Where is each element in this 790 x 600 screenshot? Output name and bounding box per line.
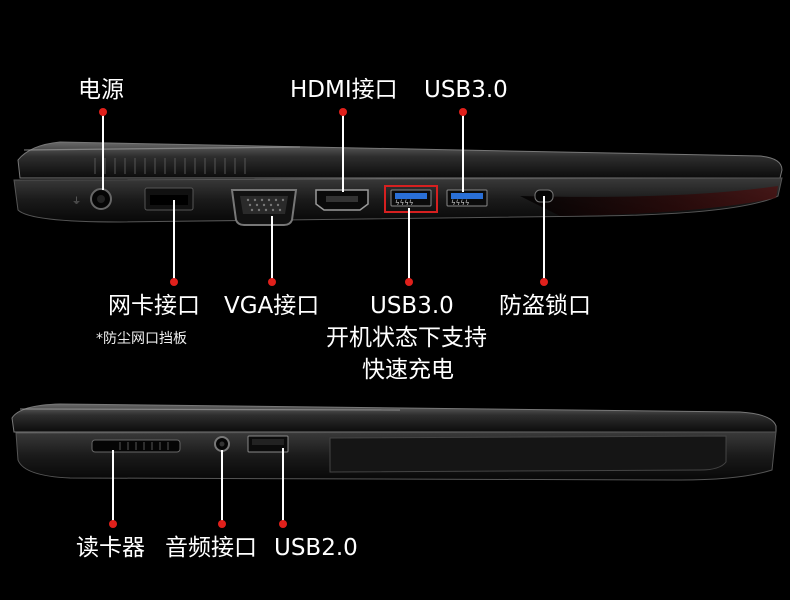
audio-dot (218, 520, 226, 528)
power-label: 电源 (78, 77, 124, 103)
bottom-laptop (11, 403, 777, 481)
pointers (102, 112, 545, 524)
usb20-port (247, 435, 289, 453)
hdmi-label: HDMI接口 (290, 77, 398, 103)
card-reader-label: 读卡器 (76, 535, 145, 561)
audio-jack (214, 436, 230, 452)
svg-text:⏚: ⏚ (72, 196, 81, 207)
usb30-charge-port: ϟϟϟϟ (384, 185, 438, 213)
usb30-port: ϟϟϟϟ (446, 189, 488, 207)
lan-dot (170, 278, 178, 286)
vga-dot (268, 278, 276, 286)
usb30-charge-line3: 快速充电 (362, 357, 454, 383)
usb30-charge-dot (405, 278, 413, 286)
hdmi-dot (339, 108, 347, 116)
lan-port (144, 187, 194, 211)
usb20-label: USB2.0 (274, 535, 358, 561)
card-reader-slot (91, 439, 181, 453)
audio-label: 音频接口 (165, 535, 257, 561)
lan-label: 网卡接口 (108, 293, 200, 319)
svg-text:ϟϟϟϟ: ϟϟϟϟ (395, 199, 413, 207)
hdmi-port (315, 189, 369, 211)
svg-text:ϟϟϟϟ: ϟϟϟϟ (451, 199, 469, 207)
lan-note: *防尘网口挡板 (96, 331, 187, 347)
usb20-dot (279, 520, 287, 528)
usb30-top-dot (459, 108, 467, 116)
highlight-box (384, 185, 438, 213)
vga-label: VGA接口 (224, 293, 320, 319)
pointer-dots (99, 108, 548, 528)
lock-label: 防盗锁口 (499, 293, 591, 319)
card-reader-dot (109, 520, 117, 528)
power-port: ⏚ (72, 188, 112, 210)
vga-port (230, 189, 298, 226)
top-laptop: ⏚ ϟϟϟϟ ϟϟϟϟ (13, 141, 783, 226)
usb30-charge-line2: 开机状态下支持 (326, 325, 487, 351)
power-dot (99, 108, 107, 116)
usb30-charge-label: USB3.0 (370, 293, 454, 319)
lock-dot (540, 278, 548, 286)
usb30-top-label: USB3.0 (424, 77, 508, 103)
